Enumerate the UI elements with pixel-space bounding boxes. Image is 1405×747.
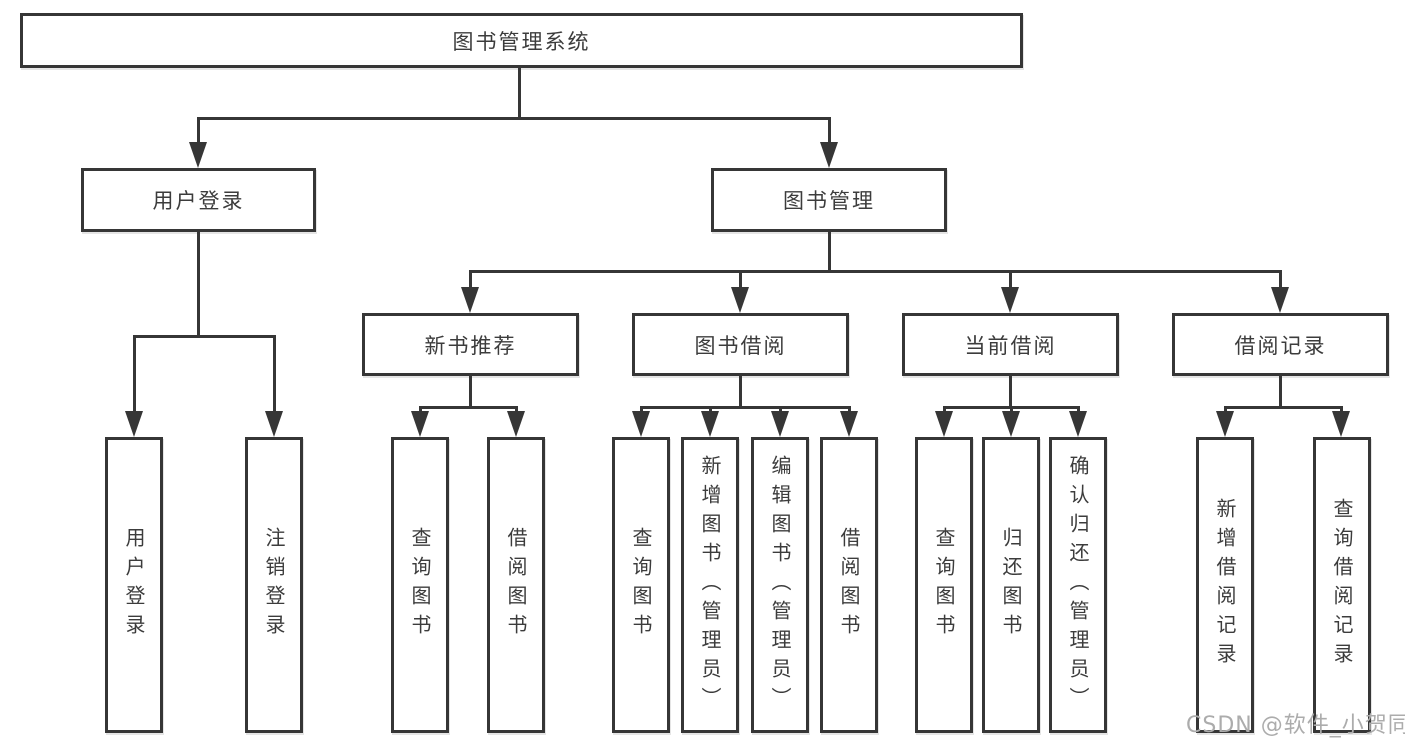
connector-line [469,270,1282,273]
arrowhead-icon [125,411,143,437]
leaf-recommend-borrow-books: 借阅图书 [487,437,545,733]
leaf-label: 用户登录 [122,527,146,643]
node-user-login: 用户登录 [81,168,316,232]
leaf-label: 查询借阅记录 [1330,498,1354,672]
connector-line [1224,406,1343,409]
leaf-logout: 注销登录 [245,437,303,733]
leaf-borrow-edit-books-admin: 编辑图书（管理员） [751,437,809,733]
leaf-recommend-query-books: 查询图书 [391,437,449,733]
connector-line [1009,376,1012,409]
leaf-current-query-books: 查询图书 [915,437,973,733]
arrowhead-icon [265,411,283,437]
arrowhead-icon [411,411,429,437]
arrowhead-icon [1332,411,1350,437]
node-new-book-recommend: 新书推荐 [362,313,579,376]
connector-line [640,406,851,409]
connector-line [133,335,276,338]
arrowhead-icon [820,142,838,168]
leaf-label: 归还图书 [999,527,1023,643]
leaf-label: 编辑图书（管理员） [768,454,792,716]
arrowhead-icon [1271,287,1289,313]
node-label: 图书借阅 [694,333,787,358]
connector-line [1009,270,1012,292]
leaf-user-login: 用户登录 [105,437,163,733]
leaf-current-return-books: 归还图书 [982,437,1040,733]
node-library-management-system: 图书管理系统 [20,13,1023,68]
node-current-borrow: 当前借阅 [902,313,1119,376]
leaf-label: 新增图书（管理员） [698,454,722,716]
leaf-records-add-record: 新增借阅记录 [1196,437,1254,733]
arrowhead-icon [840,411,858,437]
node-label: 借阅记录 [1234,333,1327,358]
arrowhead-icon [701,411,719,437]
leaf-borrow-add-books-admin: 新增图书（管理员） [681,437,739,733]
arrowhead-icon [771,411,789,437]
connector-line [197,117,831,120]
node-label: 新书推荐 [424,333,517,358]
node-borrow-records: 借阅记录 [1172,313,1389,376]
leaf-current-confirm-return-admin: 确认归还（管理员） [1049,437,1107,733]
arrowhead-icon [1216,411,1234,437]
connector-line [197,117,200,145]
leaf-label: 查询图书 [408,527,432,643]
arrowhead-icon [189,142,207,168]
node-label: 图书管理系统 [452,29,591,54]
leaf-label: 新增借阅记录 [1213,498,1237,672]
node-label: 用户登录 [152,189,245,213]
connector-line [1279,376,1282,409]
leaf-label: 借阅图书 [504,527,528,643]
arrowhead-icon [461,287,479,313]
arrowhead-icon [507,411,525,437]
connector-line [133,335,136,414]
leaf-borrow-query-books: 查询图书 [612,437,670,733]
leaf-label: 注销登录 [262,527,286,643]
arrowhead-icon [1069,411,1087,437]
connector-line [273,335,276,414]
connector-line [197,232,200,338]
leaf-label: 借阅图书 [837,527,861,643]
arrowhead-icon [1002,411,1020,437]
arrowhead-icon [935,411,953,437]
leaf-borrow-borrow-books: 借阅图书 [820,437,878,733]
csdn-watermark: CSDN @软件_小贺同学 [1186,713,1405,738]
connector-line [828,117,831,145]
connector-line [828,232,831,273]
leaf-label: 查询图书 [629,527,653,643]
leaf-label: 确认归还（管理员） [1066,454,1090,716]
leaf-records-query-record: 查询借阅记录 [1313,437,1371,733]
node-label: 图书管理 [783,189,875,213]
connector-line [739,376,742,409]
connector-line [469,376,472,409]
connector-line [518,68,521,120]
arrowhead-icon [632,411,650,437]
arrowhead-icon [1001,287,1019,313]
leaf-label: 查询图书 [932,527,956,643]
node-book-management: 图书管理 [711,168,947,232]
node-book-borrow: 图书借阅 [632,313,849,376]
connector-line [739,270,742,292]
node-label: 当前借阅 [964,333,1057,358]
connector-line [1279,270,1282,292]
connector-line [419,406,518,409]
connector-line [469,270,472,292]
arrowhead-icon [731,287,749,313]
